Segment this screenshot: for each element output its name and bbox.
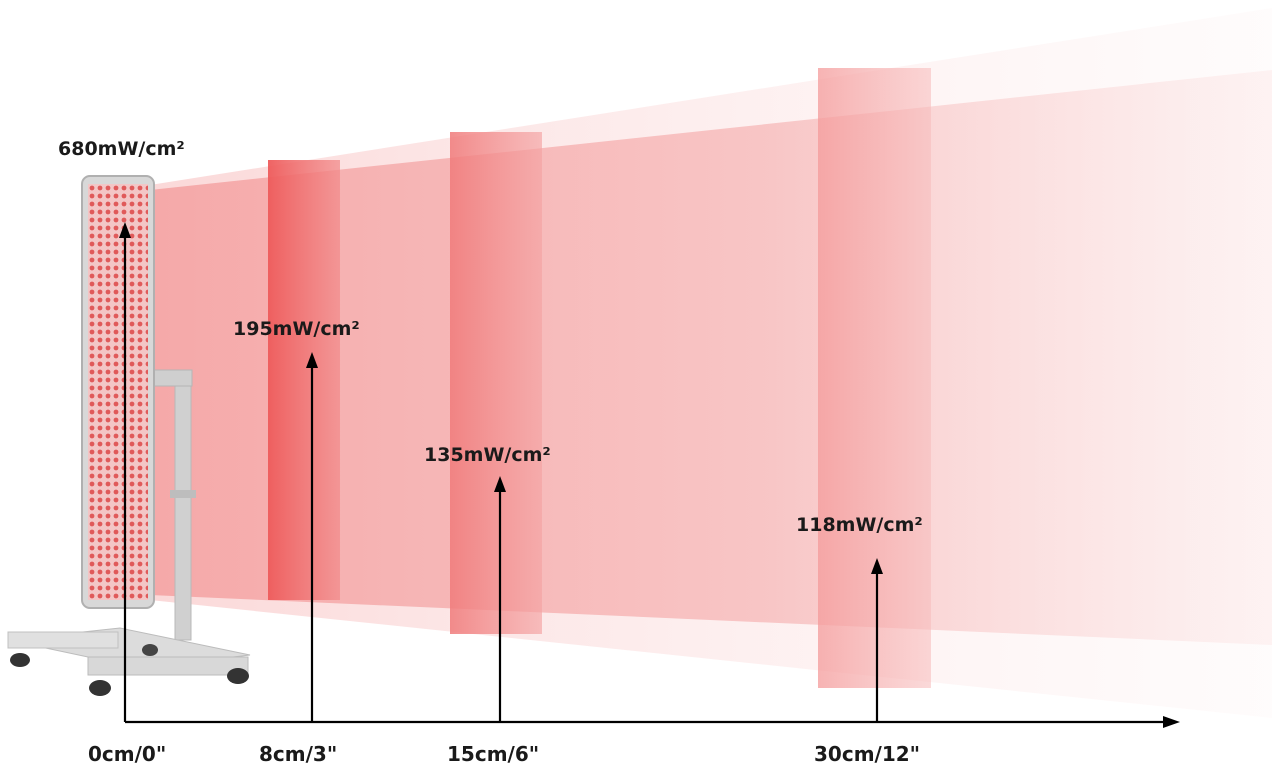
beam-slice-15cm: [450, 132, 542, 634]
beam-slice-30cm: [818, 68, 931, 688]
arrowhead-0cm: [119, 222, 131, 238]
arrowhead-15cm: [494, 476, 506, 492]
irradiance-label-15cm: 135mW/cm²: [424, 444, 551, 466]
light-beam-inner: [150, 70, 1272, 645]
led-light-panel: [81, 175, 155, 609]
arrowhead-30cm: [871, 558, 883, 574]
caster-wheels: [10, 644, 249, 696]
axis-arrowhead: [1163, 716, 1180, 728]
irradiance-label-0cm: 680mW/cm²: [58, 138, 185, 160]
light-panel-stand: [7, 369, 251, 676]
distance-label-15cm: 15cm/6": [447, 742, 540, 766]
beam-slice-8cm: [268, 160, 340, 600]
distance-label-30cm: 30cm/12": [814, 742, 921, 766]
arrowhead-8cm: [306, 352, 318, 368]
irradiance-label-30cm: 118mW/cm²: [796, 514, 923, 536]
distance-label-8cm: 8cm/3": [259, 742, 338, 766]
distance-label-0cm: 0cm/0": [88, 742, 167, 766]
irradiance-label-8cm: 195mW/cm²: [233, 318, 360, 340]
